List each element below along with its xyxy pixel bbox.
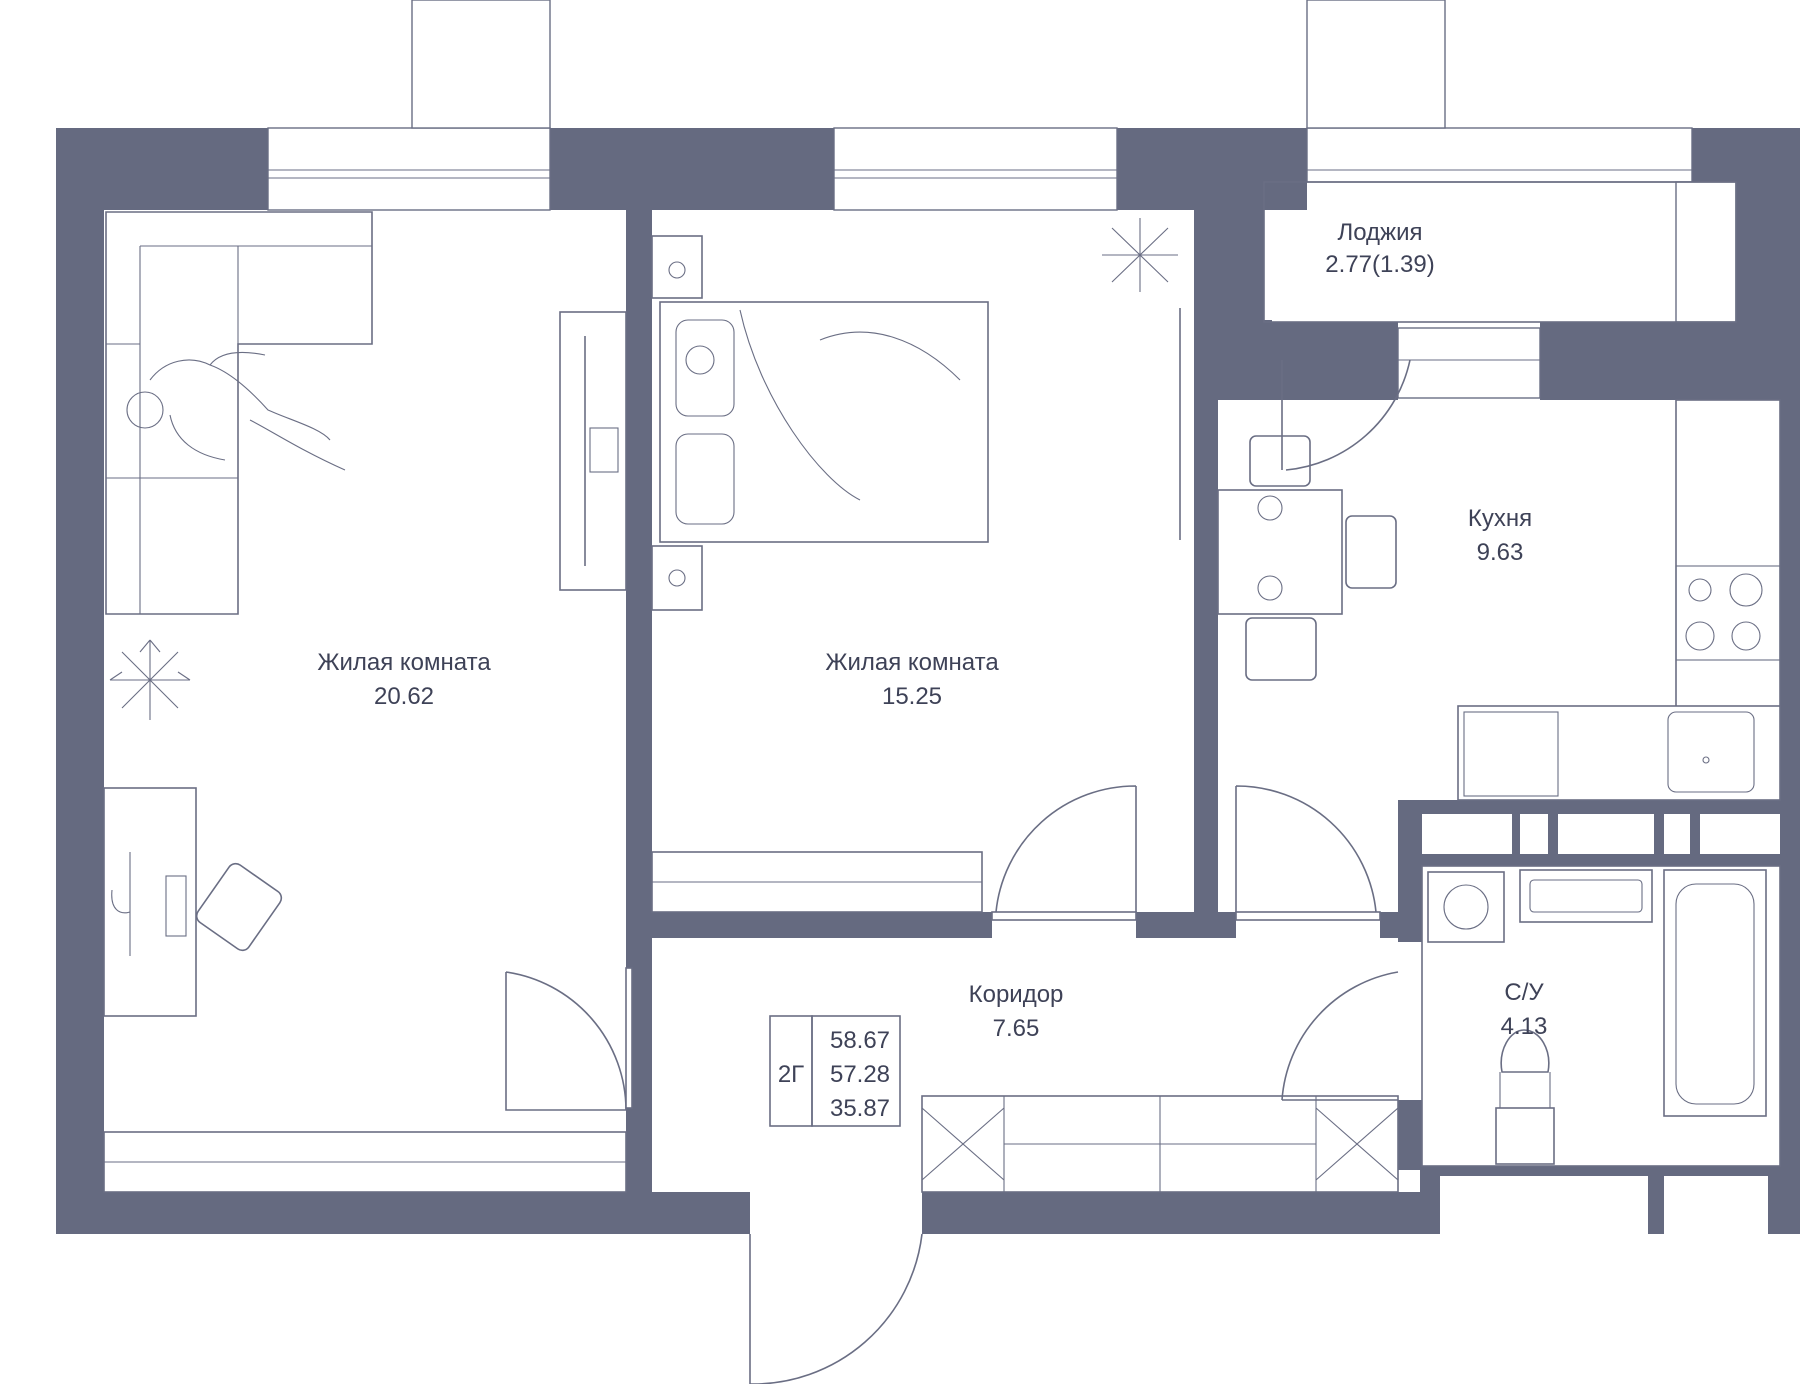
summary-box: 2Г 58.67 57.28 35.87 [769,1015,901,1127]
bathroom-room [1421,865,1781,1167]
walls [56,128,1800,1234]
apartment-type: 2Г [778,1061,804,1088]
loggia-label: Лоджия 2.77(1.39) [1325,219,1434,278]
kitchen-counter [1457,399,1781,801]
sink-icon [1667,711,1755,793]
door-icon [991,785,1137,921]
svg-text:С/У: С/У [1504,979,1544,1006]
svg-text:Жилая комната: Жилая комната [317,649,491,676]
svg-text:4.13: 4.13 [1501,1013,1548,1040]
svg-text:Кухня: Кухня [1468,505,1532,532]
kitchen-label: Кухня 9.63 [1468,505,1532,566]
living2-label: Жилая комната 15.25 [825,649,999,710]
wardrobe-icon [651,851,983,913]
plant-icon [1102,218,1178,292]
sink-icon [1519,869,1653,923]
door-icon [505,967,633,1111]
desk-icon [103,787,197,1017]
door-icon [749,1233,923,1384]
door-icon [1235,785,1381,921]
loggia-room [1263,181,1737,323]
svg-text:15.25: 15.25 [882,683,942,710]
svg-text:9.63: 9.63 [1477,539,1524,566]
door-icon [1281,359,1411,471]
person-icon [126,351,346,471]
living-area: 35.87 [830,1095,890,1122]
svg-text:Лоджия: Лоджия [1337,219,1422,246]
living1-label: Жилая комната 20.62 [317,649,491,710]
svg-text:2.77(1.39): 2.77(1.39) [1325,251,1434,278]
reduced-area: 57.28 [830,1061,890,1088]
svg-text:Жилая комната: Жилая комната [825,649,999,676]
svg-text:Коридор: Коридор [969,981,1064,1008]
tv-stand-icon [559,311,627,591]
bed-icon [659,301,989,543]
wardrobe-icon [103,1131,627,1193]
washing-machine-icon [1427,871,1505,943]
window-icon [267,0,1737,399]
plant-icon [109,639,191,720]
svg-text:7.65: 7.65 [993,1015,1040,1042]
sofa-icon [105,211,373,615]
nightstand-icon [651,235,703,611]
bathroom-label: С/У 4.13 [1501,979,1548,1040]
stove-icon [1675,565,1781,661]
corridor-label: Коридор 7.65 [969,981,1064,1042]
chair-icon [1245,435,1397,681]
wardrobe-icon [921,1095,1399,1193]
toilet-icon [1495,1029,1555,1165]
total-area: 58.67 [830,1027,890,1054]
bathtub-icon [1663,869,1767,1117]
door-icon [1281,971,1399,1101]
chair-icon [195,862,283,952]
svg-text:20.62: 20.62 [374,683,434,710]
dining-table-icon [1217,489,1343,615]
